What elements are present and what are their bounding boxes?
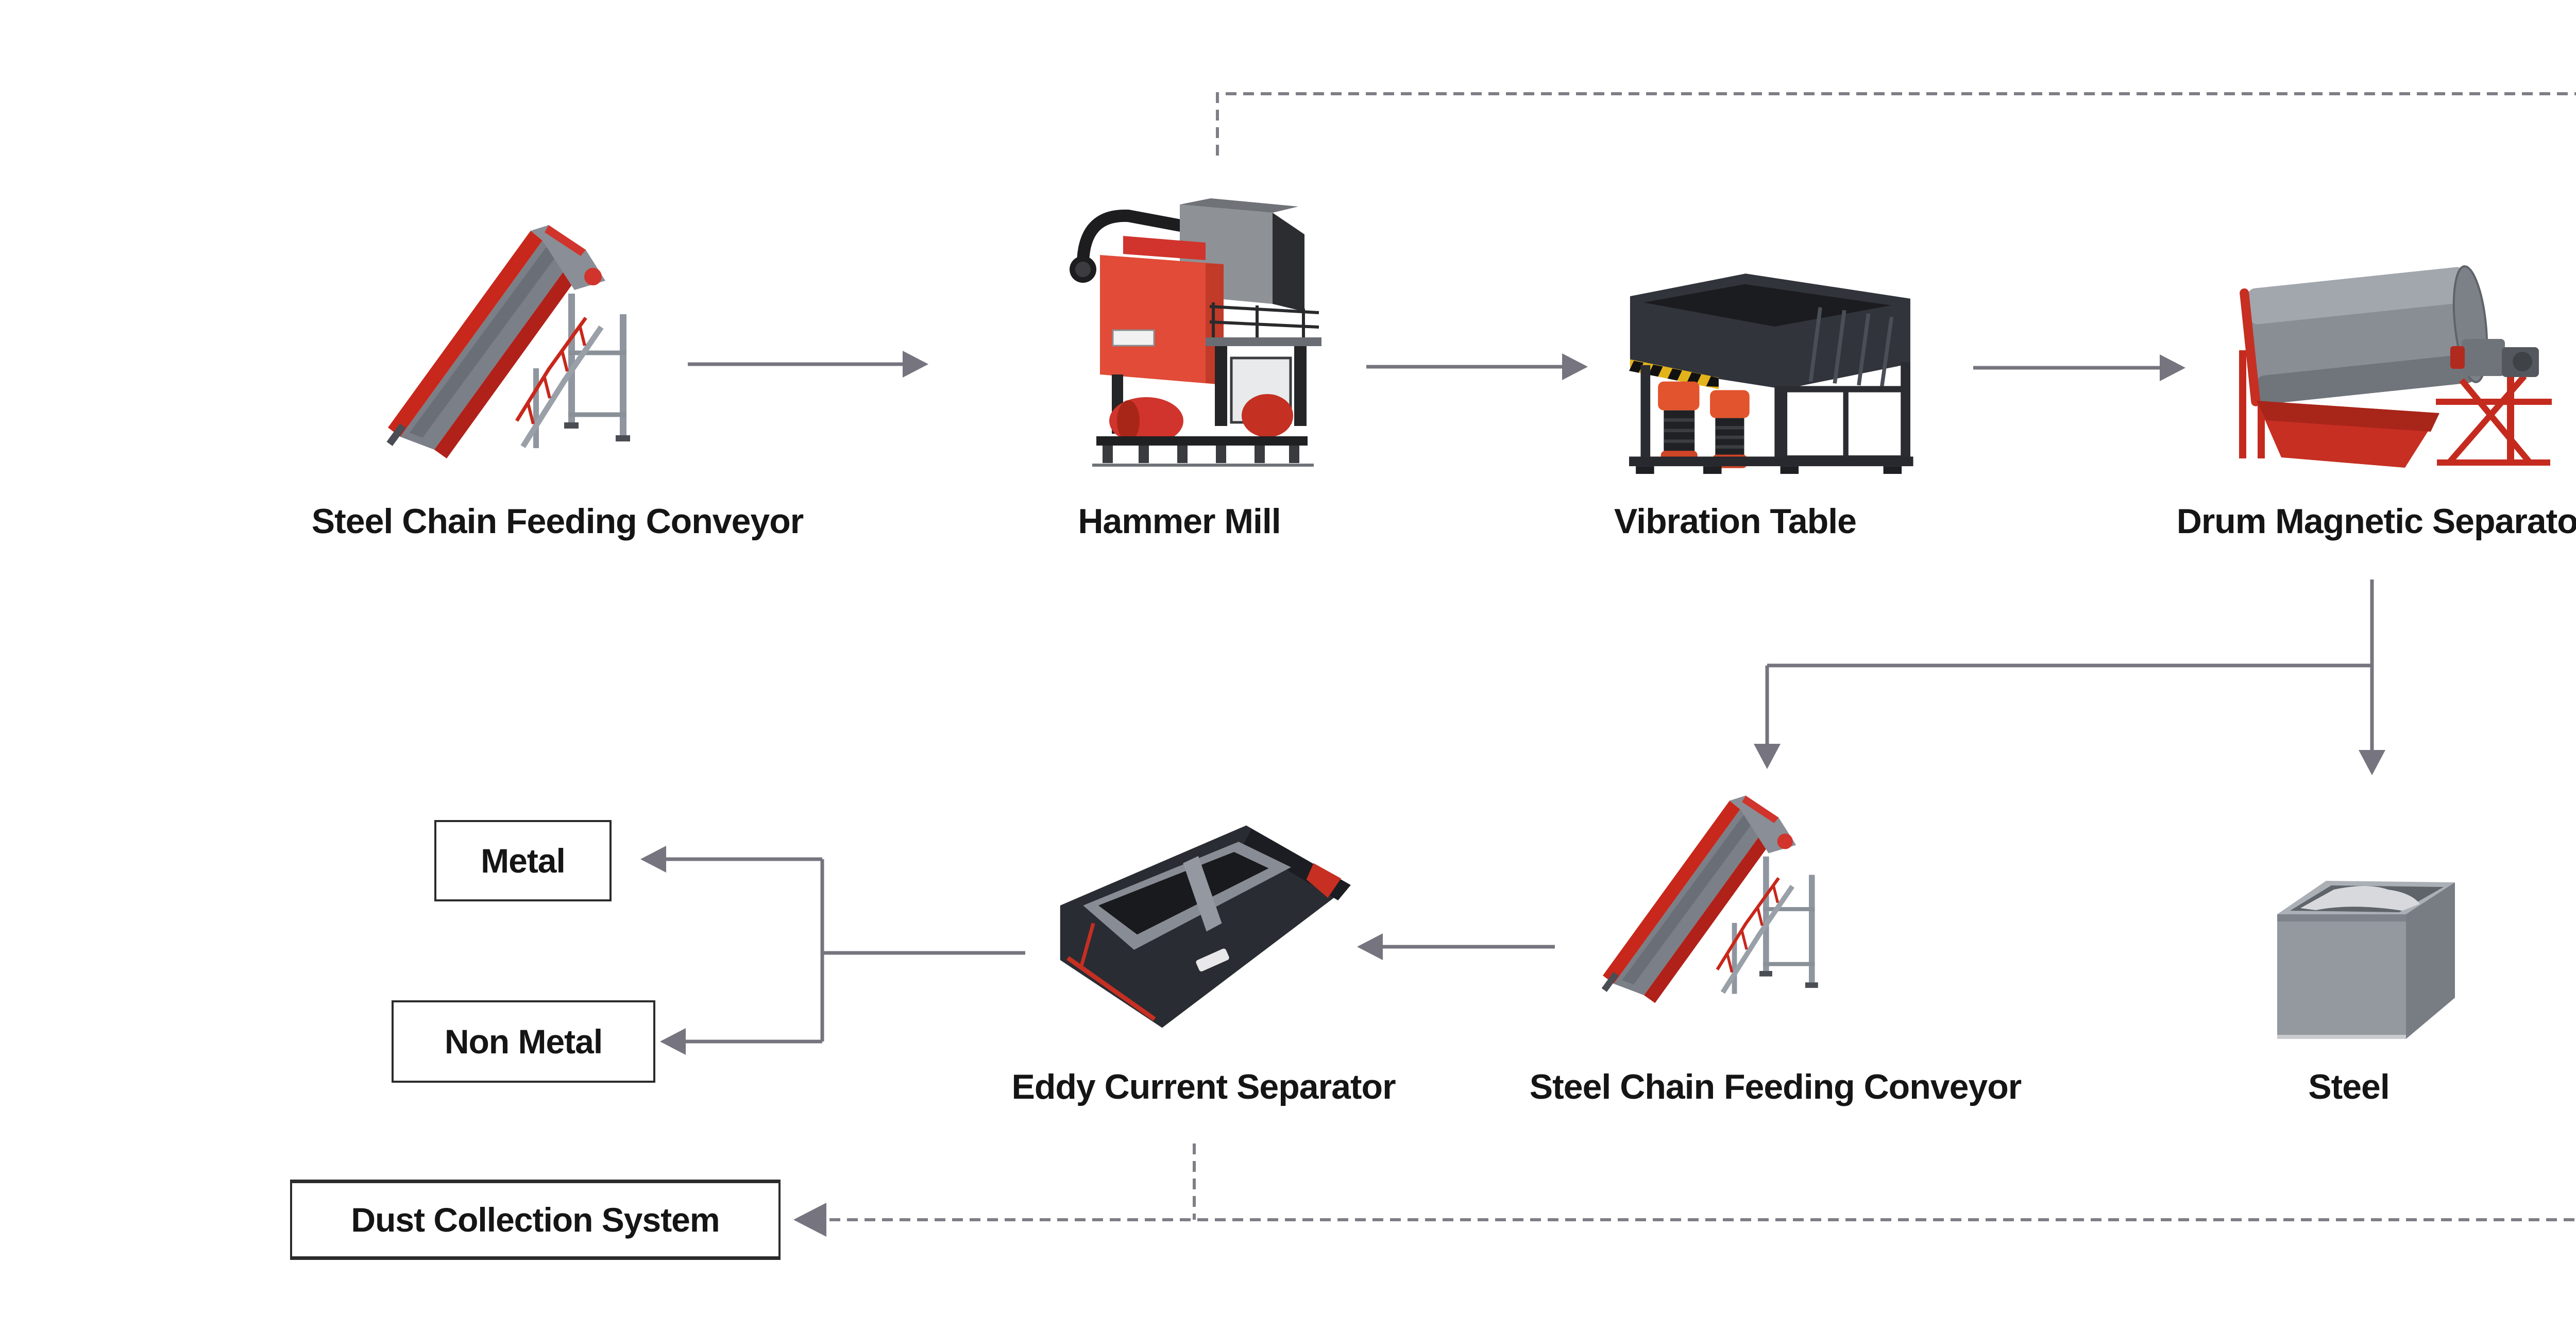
label-conveyor2: Steel Chain Feeding Conveyor [1529,1067,2022,1106]
arrowhead-to-non-metal [660,1028,686,1055]
metal-output-label: Metal [481,842,566,880]
dashed-dust-collection-path [827,92,2576,1221]
non-metal-output-box: Non Metal [392,1000,655,1083]
arrowhead-to-metal [640,846,666,873]
line-eddy-separator-outputs-branch [665,857,1025,1044]
arrowhead-to-vibration-table [1562,353,1588,380]
arrowhead-to-steel [2359,750,2385,775]
arrowhead-to-dust-collection [793,1203,826,1237]
arrowhead-to-drum-separator [2160,354,2185,381]
non-metal-output-label: Non Metal [444,1022,603,1061]
label-eddy-current-separator: Eddy Current Separator [1011,1067,1396,1106]
eddy-current-separator-illustration [1060,825,1351,1028]
steel-bin-illustration [2277,881,2455,1039]
metal-output-box: Metal [434,820,612,901]
arrowhead-to-hammer-mill [903,351,928,378]
label-conveyor1: Steel Chain Feeding Conveyor [311,502,804,541]
label-vibration-table: Vibration Table [1614,502,1857,541]
vibration-table-illustration [1629,274,1913,474]
label-drum-magnetic-separator: Drum Magnetic Separator [2176,502,2576,541]
steel-chain-feeding-conveyor-1-illustration [386,225,630,458]
arrowhead-to-eddy-separator [1357,933,1383,960]
arrowhead-to-conveyor2 [1754,744,1781,769]
label-steel: Steel [2308,1067,2390,1106]
steel-chain-feeding-conveyor-2-illustration [1601,795,1818,1003]
dust-collection-system-label: Dust Collection System [351,1201,720,1239]
label-hammer-mill: Hammer Mill [1078,502,1281,541]
drum-magnetic-separator-illustration [2239,265,2552,468]
line-drum-separator-branch [1765,579,2374,751]
hammer-mill-illustration [1070,198,1321,467]
dust-collection-system-box: Dust Collection System [290,1180,781,1260]
